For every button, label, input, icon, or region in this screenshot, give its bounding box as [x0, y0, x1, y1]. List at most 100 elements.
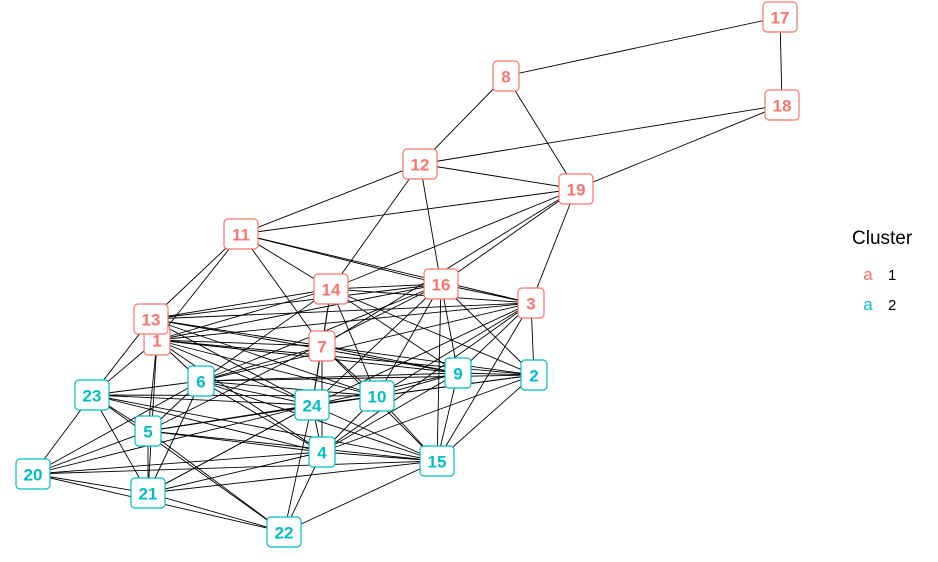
- edge-21-15: [147, 460, 438, 494]
- edge-12-16: [419, 163, 442, 285]
- edge-5-22: [147, 430, 285, 533]
- node-21: 21: [130, 477, 166, 509]
- node-9: 9: [444, 357, 472, 389]
- node-13: 13: [133, 303, 169, 335]
- edge-13-3: [150, 302, 532, 320]
- node-label-14: 14: [322, 281, 341, 300]
- edge-20-15: [32, 460, 438, 475]
- legend-entry-1: a 1: [852, 260, 912, 290]
- edge-10-23: [91, 394, 378, 397]
- edge-11-7: [240, 233, 323, 347]
- node-box-13: [133, 303, 169, 335]
- node-7: 7: [308, 330, 336, 362]
- edge-7-9: [321, 345, 459, 374]
- node-18: 18: [764, 89, 800, 121]
- node-label-22: 22: [275, 524, 294, 543]
- edge-22-24: [283, 404, 313, 533]
- edge-1-9: [156, 339, 459, 374]
- node-box-23: [74, 379, 110, 411]
- edge-14-6: [200, 288, 332, 382]
- legend-key-1: a: [863, 265, 873, 284]
- node-label-19: 19: [567, 181, 586, 200]
- node-label-13: 13: [142, 311, 161, 330]
- node-box-3: [517, 287, 545, 319]
- edge-3-4: [321, 302, 532, 453]
- edge-1-24: [156, 339, 313, 406]
- node-label-7: 7: [317, 338, 326, 357]
- edge-20-6: [32, 380, 202, 475]
- node-20: 20: [15, 458, 51, 490]
- node-label-21: 21: [139, 485, 158, 504]
- node-10: 10: [359, 380, 395, 412]
- edge-12-11: [240, 163, 421, 235]
- node-23: 23: [74, 379, 110, 411]
- node-box-6: [187, 365, 215, 397]
- node-box-17: [762, 1, 798, 33]
- node-box-24: [294, 389, 330, 421]
- edge-14-9: [330, 288, 459, 374]
- node-label-23: 23: [83, 387, 102, 406]
- edge-19-3: [530, 188, 577, 304]
- node-box-7: [308, 330, 336, 362]
- edge-11-3: [240, 233, 532, 304]
- node-label-11: 11: [232, 226, 250, 245]
- node-label-10: 10: [368, 388, 387, 407]
- edge-16-15: [436, 283, 442, 462]
- node-box-14: [313, 273, 349, 305]
- node-24: 24: [294, 389, 330, 421]
- node-11: 11: [223, 218, 259, 250]
- node-label-9: 9: [453, 365, 462, 384]
- edge-4-15: [321, 451, 438, 462]
- node-label-17: 17: [771, 9, 790, 28]
- node-box-8: [492, 60, 520, 92]
- edge-22-15: [283, 460, 438, 533]
- edge-17-8: [505, 16, 781, 77]
- edge-14-16: [330, 283, 442, 290]
- node-label-12: 12: [411, 156, 430, 175]
- node-label-6: 6: [196, 373, 205, 392]
- node-12: 12: [402, 148, 438, 180]
- edge-14-2: [330, 288, 535, 376]
- edge-6-4: [200, 380, 323, 453]
- node-16: 16: [423, 268, 459, 300]
- node-label-4: 4: [317, 444, 327, 463]
- node-label-2: 2: [529, 367, 538, 386]
- edge-13-9: [150, 318, 459, 374]
- node-box-18: [764, 89, 800, 121]
- edge-13-10: [150, 318, 378, 397]
- edge-21-4: [147, 451, 323, 494]
- node-4: 4: [308, 436, 336, 468]
- edge-3-24: [311, 302, 532, 406]
- node-label-16: 16: [432, 276, 451, 295]
- edge-20-21: [32, 473, 149, 494]
- node-label-1: 1: [152, 332, 161, 351]
- node-box-5: [134, 415, 162, 447]
- node-label-24: 24: [303, 397, 322, 416]
- legend-entry-2: a 2: [852, 290, 912, 320]
- edge-20-4: [32, 451, 323, 475]
- edge-21-22: [147, 492, 285, 533]
- node-box-19: [558, 173, 594, 205]
- legend-label-1: 1: [888, 266, 897, 284]
- edge-5-20: [32, 430, 149, 475]
- edge-3-1: [156, 302, 532, 341]
- edge-7-6: [200, 345, 323, 382]
- node-box-12: [402, 148, 438, 180]
- edge-16-1: [156, 283, 442, 341]
- edge-23-4: [91, 394, 323, 453]
- edge-7-1: [156, 339, 323, 347]
- node-label-5: 5: [143, 423, 152, 442]
- edge-23-21: [91, 394, 149, 494]
- edge-19-14: [330, 188, 577, 290]
- node-box-22: [266, 516, 302, 548]
- node-box-9: [444, 357, 472, 389]
- edge-10-5: [147, 395, 378, 432]
- edge-6-2: [200, 374, 535, 382]
- node-22: 22: [266, 516, 302, 548]
- edge-13-14: [150, 288, 332, 320]
- edge-19-16: [440, 188, 577, 285]
- node-5: 5: [134, 415, 162, 447]
- node-19: 19: [558, 173, 594, 205]
